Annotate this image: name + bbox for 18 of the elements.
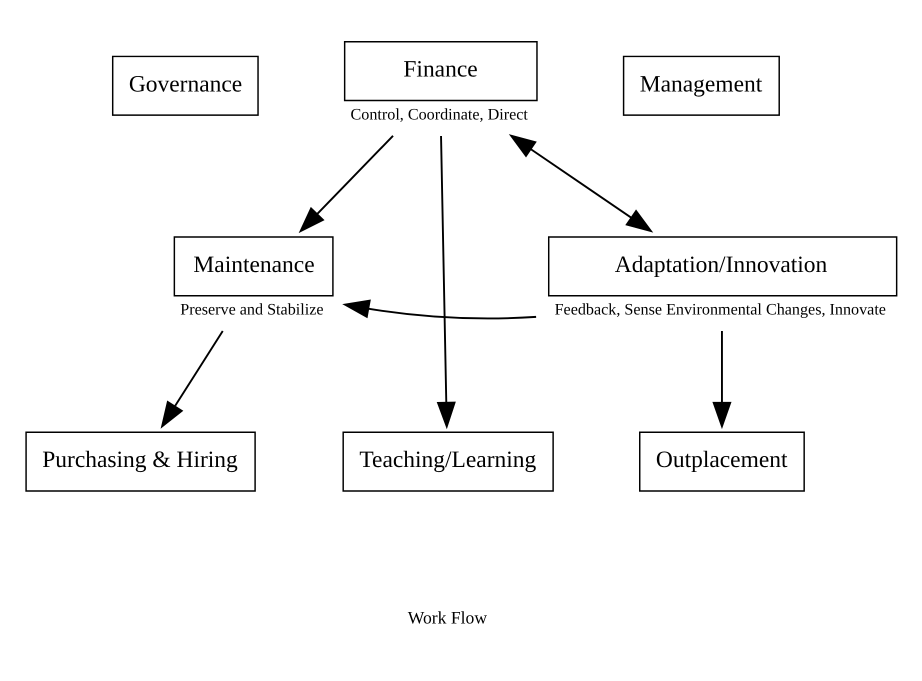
node-box: Teaching/Learning bbox=[342, 432, 554, 492]
node-box: Adaptation/Innovation bbox=[548, 236, 898, 296]
node-box: Purchasing & Hiring bbox=[25, 432, 256, 492]
node-label: Feedback, Sense Environmental Changes, Innovate bbox=[554, 302, 886, 319]
node-label: Control, Coordinate, Direct bbox=[350, 106, 528, 124]
node-box: Outplacement bbox=[639, 432, 805, 492]
node-box: Maintenance bbox=[174, 236, 334, 296]
arrow bbox=[298, 135, 394, 234]
node-box: Finance bbox=[344, 41, 538, 102]
arrow bbox=[508, 134, 654, 233]
node-box: Governance bbox=[112, 56, 259, 116]
arrow bbox=[342, 299, 536, 320]
arrow bbox=[436, 136, 456, 430]
label: Work Flow bbox=[408, 607, 488, 628]
node-label: Preserve and Stabilize bbox=[180, 302, 324, 319]
arrow bbox=[160, 330, 224, 429]
arrow bbox=[712, 331, 732, 430]
node-box: Management bbox=[622, 56, 780, 116]
